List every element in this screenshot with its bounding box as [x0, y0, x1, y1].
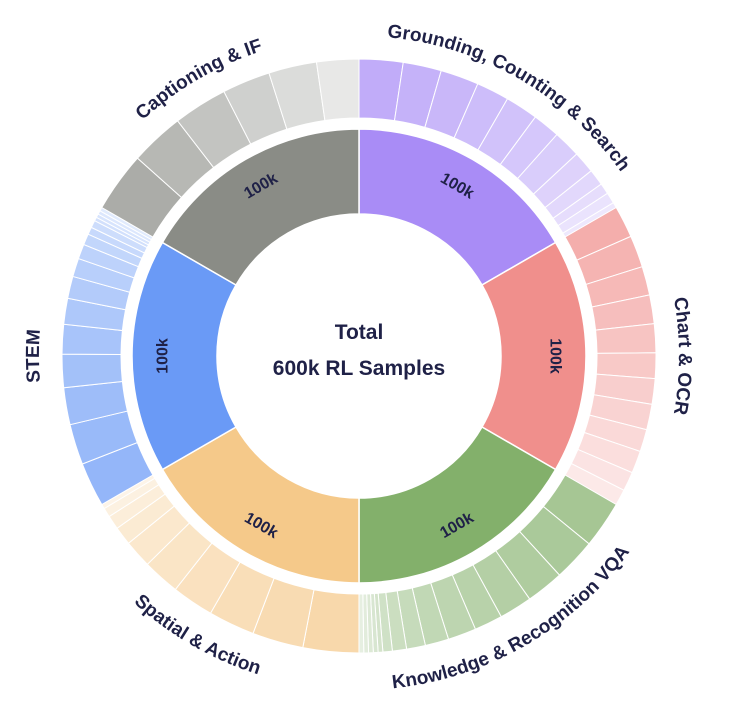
center-subtitle: 600k RL Samples	[273, 357, 445, 380]
outer-segment-captioning-if-6	[315, 58, 360, 122]
outer-ring	[61, 58, 657, 654]
outer-segment-stem-4	[61, 353, 123, 389]
category-label-stem: STEM	[23, 329, 45, 384]
inner-segment-captioning-if	[161, 128, 360, 287]
category-label-chart-ocr: Chart & OCR	[669, 296, 695, 417]
value-label-stem: 100k	[155, 338, 172, 374]
value-label-chart-ocr: 100k	[547, 338, 564, 374]
inner-ring	[131, 128, 587, 584]
center-title: Total	[335, 321, 384, 344]
outer-segment-knowledge-recognition-vqa-15	[358, 593, 365, 654]
